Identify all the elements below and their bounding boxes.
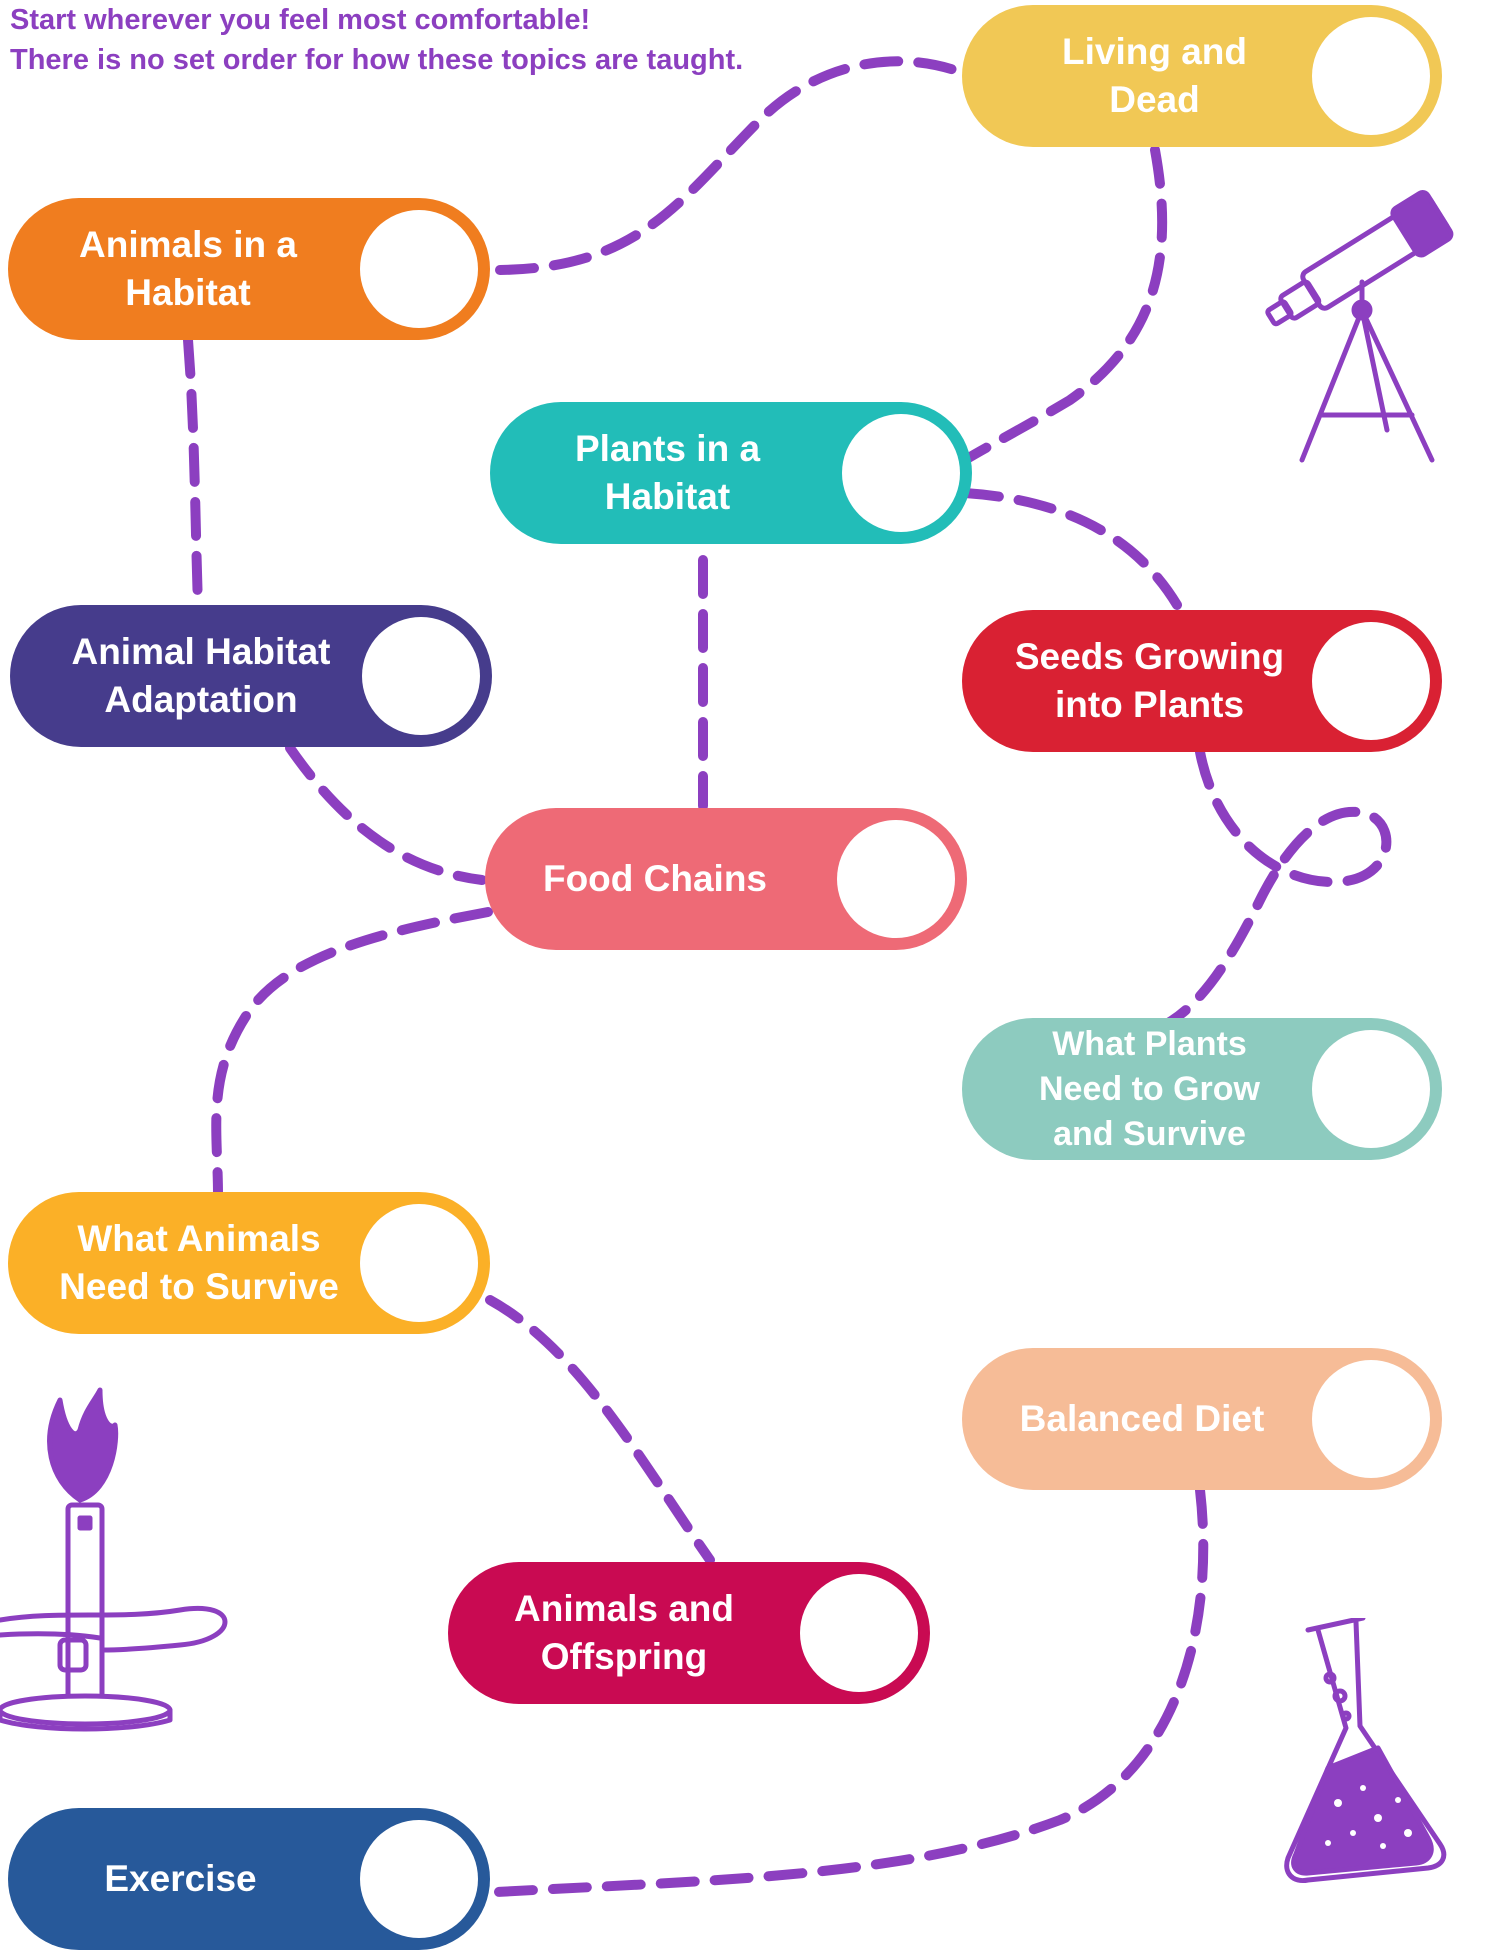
bunsen-burner-icon	[0, 1387, 228, 1732]
topic-label: Animals and Offspring	[514, 1588, 734, 1677]
topic-circle	[360, 1820, 478, 1938]
topic-circle	[842, 414, 960, 532]
topic-food-chains[interactable]: Food Chains	[485, 808, 967, 950]
topic-animals-in-a-habitat[interactable]: Animals in a Habitat	[8, 198, 490, 340]
path-adaptation-to-food	[285, 743, 487, 885]
topic-label: Living and Dead	[1062, 31, 1247, 120]
topic-circle	[1312, 1030, 1430, 1148]
topic-label: Food Chains	[542, 858, 768, 899]
topic-circle	[837, 820, 955, 938]
topic-plants-in-a-habitat[interactable]: Plants in a Habitat	[490, 402, 972, 544]
topic-balanced-diet[interactable]: Balanced Diet	[962, 1348, 1442, 1490]
topic-circle	[1312, 17, 1430, 135]
topic-label: What Plants Need to Grow and Survive	[1038, 1024, 1261, 1153]
topic-label: Animal Habitat Adaptation	[71, 631, 331, 720]
topic-label: Seeds Growing into Plants	[1014, 636, 1285, 725]
telescope-icon	[1265, 190, 1454, 463]
topic-label: Exercise	[104, 1858, 257, 1899]
flask-icon	[1284, 1618, 1447, 1884]
topic-label: Animals in a Habitat	[79, 224, 297, 313]
topic-circle	[360, 1204, 478, 1322]
path-seeds-to-whatplants	[1150, 747, 1392, 1035]
path-plants-to-seeds	[960, 488, 1185, 615]
topic-circle	[360, 210, 478, 328]
path-diet-to-exercise	[475, 1485, 1209, 1898]
topic-circle	[1312, 622, 1430, 740]
topic-label: Plants in a Habitat	[574, 428, 761, 517]
topic-circle	[362, 617, 480, 735]
topic-what-animals-need[interactable]: What Animals Need to Survive	[8, 1192, 490, 1334]
topic-living-and-dead[interactable]: Living and Dead	[962, 5, 1442, 147]
intro-line-2: There is no set order for how these topi…	[10, 44, 744, 76]
topic-circle	[800, 1574, 918, 1692]
topic-exercise[interactable]: Exercise	[8, 1808, 490, 1950]
intro-text: Start wherever you feel most comfortable…	[10, 0, 743, 80]
path-animals-to-living	[495, 56, 965, 275]
topic-label: Balanced Diet	[1019, 1398, 1265, 1439]
path-food-to-whatanimals	[211, 907, 493, 1200]
topic-label: What Animals Need to Survive	[59, 1218, 339, 1307]
topic-what-plants-need[interactable]: What Plants Need to Grow and Survive	[962, 1018, 1442, 1160]
topic-circle	[1312, 1360, 1430, 1478]
path-living-to-plants	[960, 145, 1168, 465]
path-animals-to-adaptation	[183, 335, 203, 610]
topic-animal-habitat-adaptation[interactable]: Animal Habitat Adaptation	[10, 605, 492, 747]
path-whatanimals-to-offspring	[485, 1295, 715, 1565]
topic-animals-and-offspring[interactable]: Animals and Offspring	[448, 1562, 930, 1704]
topic-seeds-growing-into-plants[interactable]: Seeds Growing into Plants	[962, 610, 1442, 752]
intro-line-1: Start wherever you feel most comfortable…	[10, 4, 591, 36]
